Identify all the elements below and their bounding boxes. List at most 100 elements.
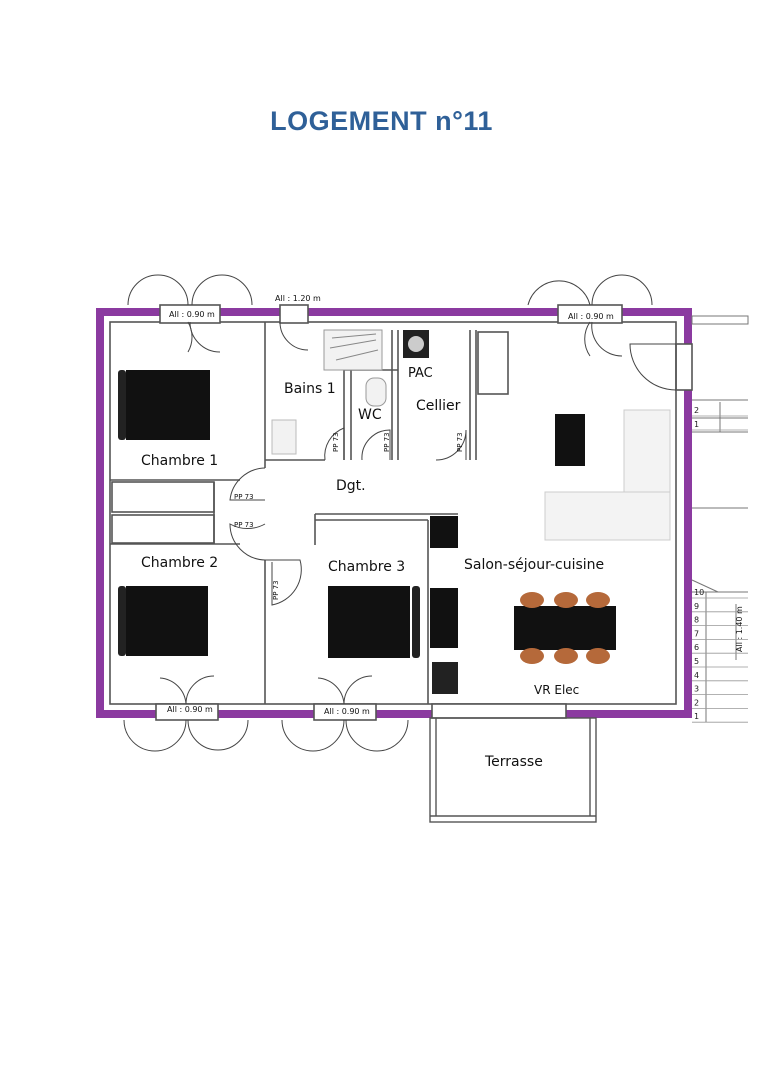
window-inner-6 [185, 675, 215, 705]
stair-step-number: 1 [694, 712, 699, 721]
toilet [365, 377, 387, 407]
shower [323, 329, 383, 371]
bed2 [126, 586, 208, 656]
window-swing-8 [345, 719, 409, 752]
window-inner-2 [189, 321, 221, 353]
stair-step-number: 2 [694, 406, 699, 415]
window-inner-3 [279, 321, 309, 351]
room-label-cellier: Cellier [416, 398, 461, 414]
appliance-1 [430, 516, 458, 548]
window-chambre2 [155, 703, 219, 721]
outer-walls [96, 308, 692, 718]
window-swing-4 [591, 274, 653, 306]
window-swing-6 [187, 719, 249, 751]
window-inner-8 [343, 675, 373, 705]
door-cellier [435, 429, 467, 461]
door-label-cellier: PP 73 [456, 432, 464, 452]
window-swing-2 [191, 274, 253, 306]
stair-line [691, 579, 719, 593]
stair-step-number: 1 [694, 420, 699, 429]
stair-step-number: 10 [694, 588, 704, 597]
outer-wall-right [684, 390, 692, 718]
furniture [118, 329, 671, 694]
terrace-outline [429, 717, 597, 823]
door-wc [361, 429, 391, 461]
room-label-bains1: Bains 1 [284, 381, 336, 397]
window-chambre3 [313, 703, 377, 721]
shelf-unit [477, 331, 509, 395]
bed3 [328, 586, 410, 658]
pac-disc [408, 336, 424, 352]
door-label-chambre2: PP 73 [234, 521, 254, 529]
window-inner-4 [584, 321, 591, 357]
room-label-wc: WC [358, 407, 382, 423]
room-label-salon: Salon-séjour-cuisine [464, 557, 604, 573]
chair [554, 592, 578, 608]
window-label-bains: All : 1.20 m [275, 294, 321, 303]
stair-step-number: 5 [694, 657, 699, 666]
stair-step-number: 9 [694, 602, 699, 611]
chairs [520, 592, 610, 664]
stair-step-number: 7 [694, 629, 699, 638]
outer-wall-top [96, 308, 692, 316]
window-label-stairs: All : 1.40 m [735, 606, 744, 652]
window-inner-7 [159, 677, 187, 705]
window-label-chambre2: All : 0.90 m [167, 705, 213, 714]
outer-wall-left [96, 308, 104, 718]
stair-step-number: 3 [694, 685, 699, 694]
appliance-2 [430, 588, 458, 648]
exterior-ledge [691, 315, 749, 325]
room-label-terrasse: Terrasse [484, 754, 543, 770]
terrace [429, 717, 597, 823]
window-swing-7 [281, 719, 345, 752]
bed1 [126, 370, 210, 440]
room-label-pac: PAC [408, 366, 433, 381]
outer-wall-right-top [684, 308, 692, 344]
stair-step-number: 6 [694, 643, 699, 652]
outer-wall-bottom-left [96, 710, 432, 718]
chair [554, 648, 578, 664]
entrance-frame [675, 343, 693, 391]
window-label-chambre3: All : 0.90 m [324, 707, 370, 716]
bed2-headboard [118, 586, 126, 656]
chair [520, 648, 544, 664]
closet-1 [111, 481, 215, 513]
window-swing-1 [127, 274, 189, 306]
page-title: LOGEMENT n°11 [270, 106, 493, 136]
dining-table [514, 606, 616, 650]
bed3-headboard [412, 586, 420, 658]
stair-step-number: 8 [694, 616, 699, 625]
bay-window [431, 703, 567, 719]
bed1-headboard [118, 370, 126, 440]
door-bath [324, 427, 345, 461]
window-inner-5 [591, 321, 623, 357]
fridge [555, 414, 585, 466]
outer-wall-bottom-right [566, 710, 692, 718]
door-label-chambre1: PP 73 [234, 493, 254, 501]
room-label-dgt: Dgt. [336, 478, 366, 494]
shower-lines [329, 333, 379, 361]
room-label-chambre2: Chambre 2 [141, 555, 218, 571]
window-label-chambre1: All : 0.90 m [169, 310, 215, 319]
interior-outline [109, 321, 677, 705]
chair [520, 592, 544, 608]
room-label-chambre1: Chambre 1 [141, 453, 218, 469]
vr-elec-label: VR Elec [534, 683, 579, 697]
door-label-bath: PP 73 [332, 432, 340, 452]
door-entrance [629, 343, 677, 391]
window-label-salon: All : 0.90 m [568, 312, 614, 321]
door-chambre1 [229, 467, 266, 501]
stair-step-number: 4 [694, 671, 699, 680]
window-inner-1 [187, 321, 193, 353]
door-label-wc: PP 73 [383, 432, 391, 452]
window-swing-5 [123, 719, 187, 752]
room-label-chambre3: Chambre 3 [328, 559, 405, 575]
window-bains [279, 304, 309, 324]
chair [586, 592, 610, 608]
washbasin [271, 419, 297, 455]
cooktop [432, 662, 458, 694]
door-chambre3 [265, 559, 302, 606]
kitchen-counter [544, 491, 671, 541]
